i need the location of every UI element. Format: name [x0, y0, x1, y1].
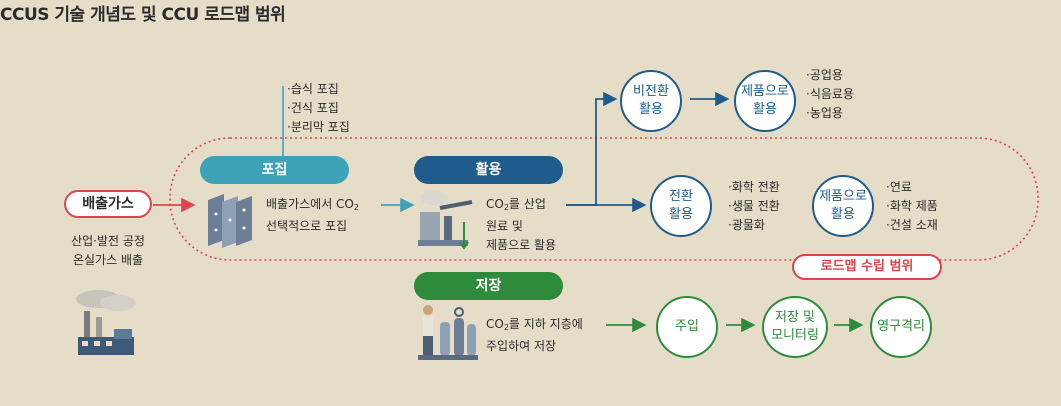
permanent-isolation-circle: 영구격리 [870, 296, 932, 358]
monitoring-circle: 저장 및 모니터링 [762, 296, 828, 358]
conversion-uses: ·연료 ·화학 제품 ·건설 소재 [886, 180, 938, 232]
capture-methods: ·습식 포집 ·건식 포집 ·분리막 포집 [287, 82, 350, 134]
capture-desc: 배출가스에서 CO2 선택적으로 포집 [266, 197, 359, 233]
non-conversion-uses: ·공업용 ·식음료용 ·농업용 [806, 68, 854, 120]
arrow-utilization-to-non-conversion [566, 91, 618, 206]
non-conversion-circle: 비전환 활용 [620, 70, 682, 132]
source-desc: 산업·발전 공정 온실가스 배출 [71, 234, 145, 267]
source-box: 배출가스 [64, 190, 152, 218]
conversion-types: ·화학 전환 ·생물 전환 ·광물화 [728, 180, 780, 232]
roadmap-label: 로드맵 수립 범위 [820, 259, 914, 274]
oil-pump-icon [414, 188, 476, 250]
non-conversion-product-circle: 제품으로 활용 [734, 70, 796, 132]
source-label: 배출가스 [82, 196, 134, 212]
storage-label: 저장 [475, 278, 502, 294]
capture-filter-icon [202, 190, 258, 248]
storage-desc: CO2를 지하 지층에 주입하여 저장 [486, 317, 583, 353]
utilization-desc: CO2를 산업 원료 및 제품으로 활용 [486, 197, 557, 252]
roadmap-label-box: 로드맵 수립 범위 [792, 254, 942, 280]
capture-label: 포집 [261, 162, 288, 178]
capture-pill: 포집 [200, 156, 349, 184]
conversion-circle: 전환 활용 [650, 175, 712, 237]
roadmap-boundary [169, 137, 1039, 261]
conversion-product-circle: 제품으로 활용 [812, 175, 874, 237]
diagram-title: CCUS 기술 개념도 및 CCU 로드맵 범위 [0, 5, 286, 25]
utilization-pill: 활용 [414, 156, 563, 184]
utilization-label: 활용 [475, 162, 502, 178]
storage-pill: 저장 [414, 272, 563, 300]
factory-icon [68, 285, 144, 357]
storage-tanks-icon [414, 300, 480, 362]
injection-circle: 주입 [656, 296, 718, 358]
